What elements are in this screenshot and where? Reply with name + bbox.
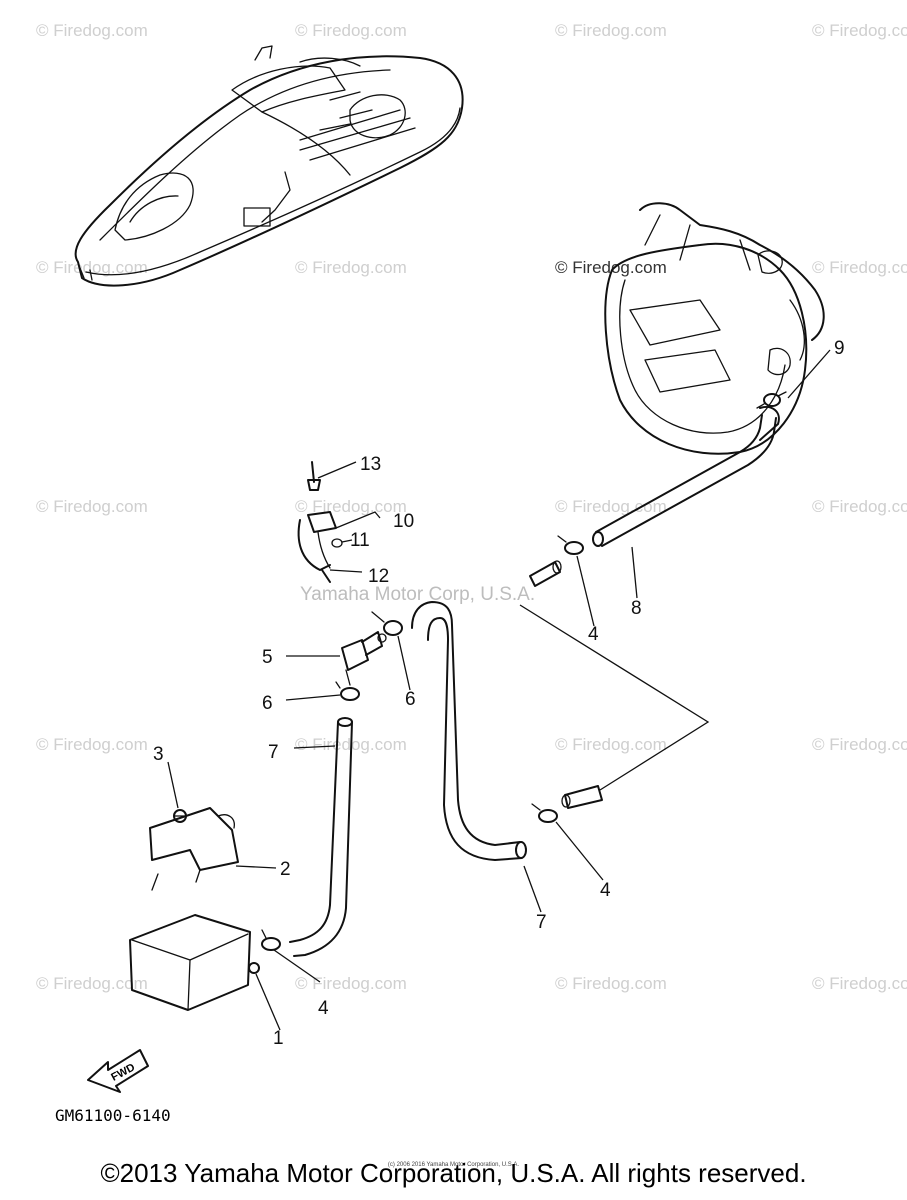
- hose-clamp-4a: [557, 535, 584, 555]
- copyright-notice: ©2013 Yamaha Motor Corporation, U.S.A. A…: [100, 1158, 807, 1188]
- hose-clamp-9: [756, 391, 787, 409]
- watermark: © Firedog.com: [36, 497, 148, 516]
- watermark: © Firedog.com: [555, 21, 667, 40]
- callout-7b: 7: [536, 912, 547, 933]
- watermark: © Firedog.com: [36, 258, 148, 277]
- callout-2: 2: [280, 859, 291, 880]
- assembly-reference-lines: [519, 604, 710, 791]
- callout-4b: 4: [600, 880, 611, 901]
- hose-clamp-4b: [531, 803, 558, 823]
- watermark: © Firedog.com: [555, 974, 667, 993]
- callout-1: 1: [273, 1028, 284, 1049]
- watermark: © Firedog.com: [295, 21, 407, 40]
- watermark: © Firedog.com: [555, 735, 667, 754]
- center-watermark: Yamaha Motor Corp, U.S.A.: [300, 584, 536, 605]
- callout-6a: 6: [262, 693, 273, 714]
- fitting-5: [341, 631, 387, 686]
- rivet-13: [307, 461, 321, 491]
- bracket-2: [149, 807, 239, 891]
- watermark: © Firedog.com: [295, 974, 407, 993]
- watermark: © Firedog.com: [555, 258, 667, 277]
- hose-clamp-4c: [261, 929, 281, 951]
- watermark: © Firedog.com: [812, 258, 907, 277]
- callout-4c: 4: [318, 998, 329, 1019]
- watermark: © Firedog.com: [812, 735, 907, 754]
- hose-clamp-6a: [335, 681, 360, 701]
- hose-8: [592, 414, 777, 547]
- bolt-3: [173, 809, 187, 823]
- callout-8: 8: [631, 598, 642, 619]
- callout-13: 13: [360, 454, 381, 475]
- watercraft-hull-illustration: [74, 45, 464, 287]
- tiny-notice: (c) 2006 2016 Yamaha Motor Corporation, …: [387, 1162, 520, 1168]
- callout-12: 12: [368, 566, 389, 587]
- callout-5: 5: [262, 647, 273, 668]
- tank-1: [129, 914, 260, 1011]
- callout-6b: 6: [405, 689, 416, 710]
- callout-labels: 13 10 11 12 5 6 6 7 4 8 9 3 2 4 1 4 7: [153, 338, 845, 1049]
- watermark: © Firedog.com: [36, 974, 148, 993]
- callout-11: 11: [350, 530, 370, 551]
- part-code: GM61100-6140: [55, 1106, 171, 1125]
- watermark: © Firedog.com: [36, 21, 148, 40]
- callout-3: 3: [153, 744, 164, 765]
- watermark: © Firedog.com: [812, 21, 907, 40]
- watermark: © Firedog.com: [295, 497, 407, 516]
- watermark: © Firedog.com: [812, 974, 907, 993]
- jet-pump-housing-illustration: [604, 202, 825, 455]
- hose-clamp-6b: [371, 611, 403, 636]
- callout-10: 10: [393, 511, 414, 532]
- watermark: © Firedog.com: [36, 735, 148, 754]
- callout-4a: 4: [588, 624, 599, 645]
- watermark: © Firedog.com: [295, 258, 407, 277]
- hose-7b: [411, 601, 527, 861]
- leader-lines: [167, 349, 831, 1031]
- watermark: © Firedog.com: [555, 497, 667, 516]
- nipple-lower: [561, 785, 603, 809]
- nipple-upper: [529, 560, 562, 587]
- callout-9: 9: [834, 338, 845, 359]
- watermark: © Firedog.com: [812, 497, 907, 516]
- callout-7a: 7: [268, 742, 279, 763]
- watermark-grid: © Firedog.com © Firedog.com © Firedog.co…: [36, 21, 907, 993]
- hose-7a: [289, 717, 353, 957]
- forward-arrow-icon: FWD: [87, 1049, 149, 1093]
- bracket-assembly-10: [297, 511, 343, 583]
